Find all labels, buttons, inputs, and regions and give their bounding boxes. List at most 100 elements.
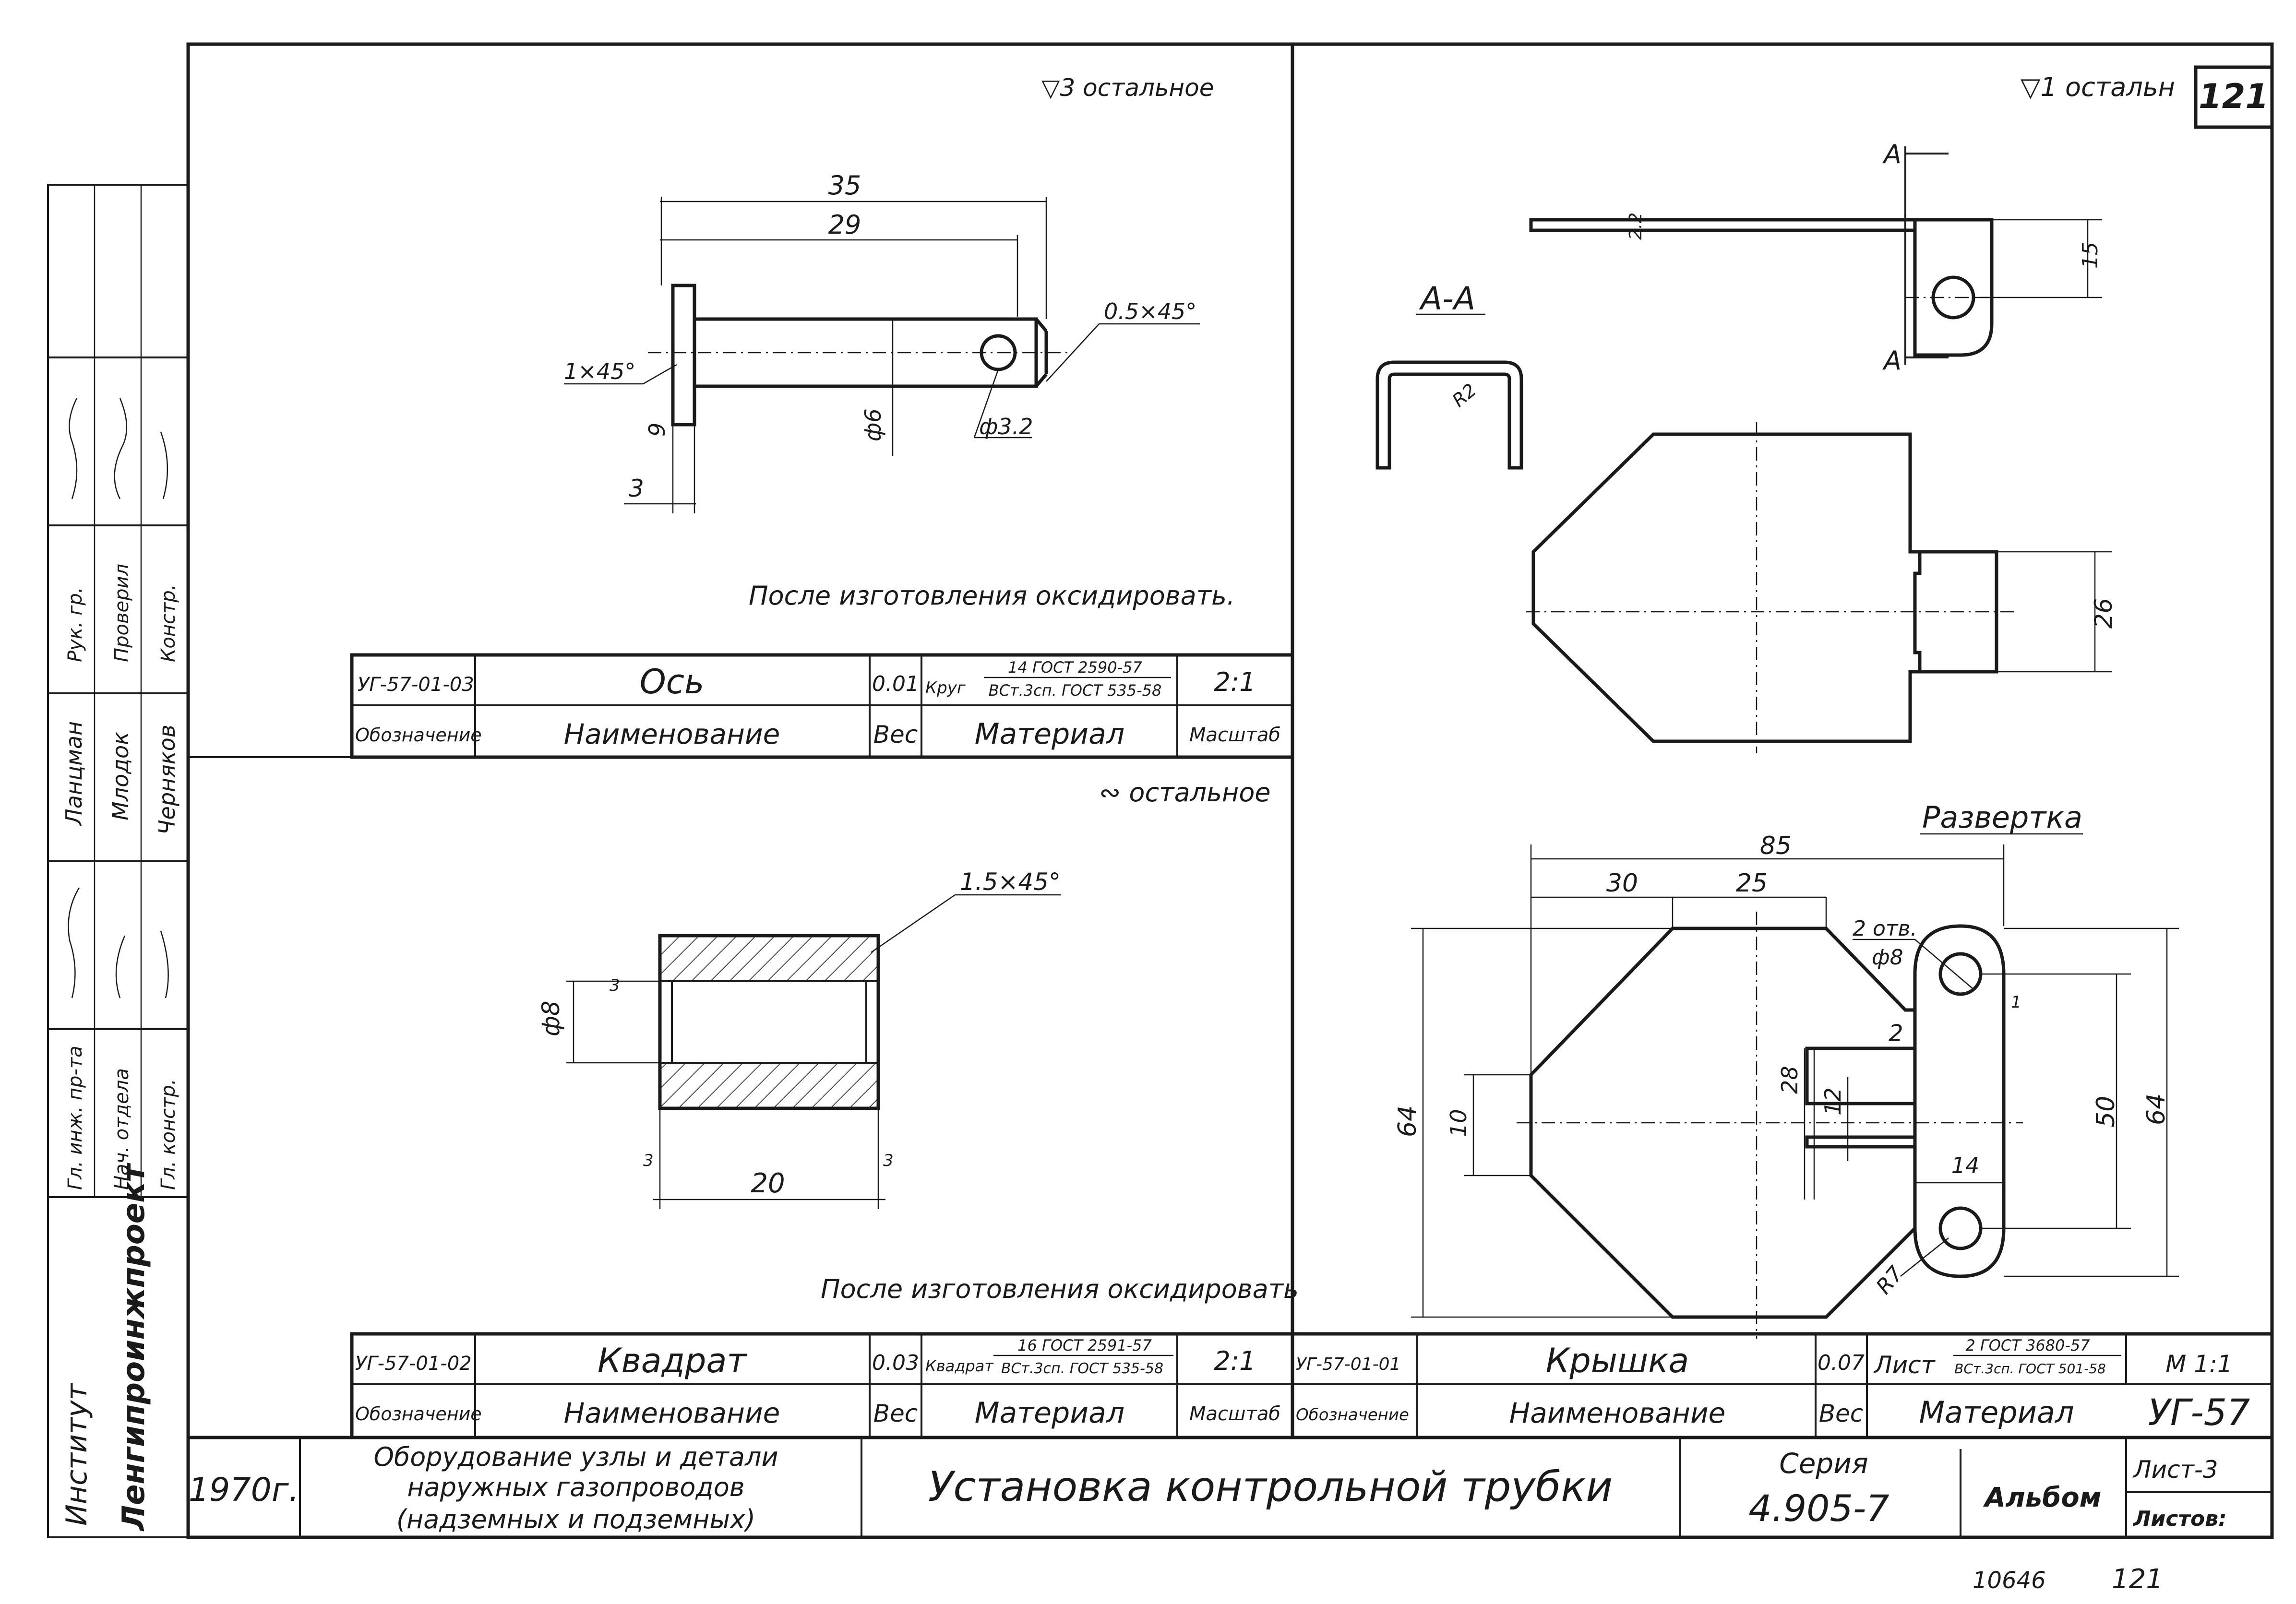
- square-note: После изготовления оксидировать: [821, 1274, 1299, 1304]
- title-block: 1970г. Оборудование узлы и детали наружн…: [186, 1436, 2274, 1539]
- axle-material-bottom: ВСт.3сп. ГОСТ 535-58: [989, 681, 1162, 700]
- unfold-dim-total: 85: [1760, 832, 1792, 860]
- title-subject-1: Оборудование узлы и детали: [373, 1442, 778, 1472]
- axle-designation: УГ-57-01-03: [358, 674, 474, 696]
- section-marker-top: А: [1882, 139, 1901, 169]
- cover-dim-height: 15: [2078, 242, 2103, 269]
- title-subject-2: наружных газопроводов: [407, 1472, 744, 1502]
- cover-material-top: 2 ГОСТ 3680-57: [1965, 1336, 2090, 1354]
- square-drawing: ∾ остальное 1.5×45° ф8 20 3 3 3 После из…: [537, 777, 1299, 1304]
- cover-weight: 0.07: [1818, 1351, 1865, 1375]
- section-label: А-А: [1419, 280, 1475, 317]
- square-rough-mark-3: 3: [883, 1151, 894, 1170]
- square-roughness: ∾ остальное: [1099, 777, 1271, 808]
- axle-table: УГ-57-01-03 Ось 0.01 Круг 14 ГОСТ 2590-5…: [350, 653, 1294, 759]
- cover-scale: М 1:1: [2165, 1350, 2233, 1378]
- axle-dim-total: 35: [828, 170, 861, 201]
- unfold-dim-neck: 10: [1446, 1109, 1471, 1137]
- axle-header-material: Материал: [975, 717, 1125, 751]
- section-radius: R2: [1448, 380, 1481, 411]
- axle-header-weight: Вес: [873, 721, 918, 749]
- album-label: Альбом: [1983, 1482, 2101, 1513]
- axle-scale: 2:1: [1214, 667, 1256, 697]
- institute-name: Ленгипроинжпроект: [116, 1162, 152, 1532]
- handwritten-signature: [68, 398, 169, 998]
- unfold-dim-tab: 12: [1820, 1087, 1846, 1116]
- unfold-dim-hole-dia: ф8: [1872, 945, 1903, 970]
- cover-header-weight: Вес: [1819, 1400, 1864, 1427]
- axle-dim-hole: ф3.2: [979, 414, 1033, 440]
- unfold-dim-height-right: 64: [2142, 1093, 2171, 1125]
- title-year: 1970г.: [189, 1471, 299, 1509]
- axle-material-top: 14 ГОСТ 2590-57: [1008, 658, 1142, 677]
- unfold-title: Развертка: [1922, 800, 2082, 835]
- section-marker-bottom: А: [1882, 345, 1901, 376]
- square-header-scale: Масштаб: [1189, 1403, 1280, 1425]
- axle-header-scale: Масштаб: [1189, 724, 1280, 746]
- series-label: Серия: [1779, 1447, 1868, 1480]
- square-header-designation: Обозначение: [355, 1403, 482, 1425]
- axle-weight: 0.01: [872, 672, 919, 696]
- signer-name-3: Черняков: [154, 725, 180, 835]
- cover-designation: УГ-57-01-01: [1296, 1354, 1400, 1374]
- cover-drawing: ▽1 остальн 2.2 15 А А А-А R2 26 Развертк…: [1375, 72, 2179, 1339]
- role-label-1: Гл. инж. пр-та: [64, 1046, 86, 1190]
- unfold-rough-mark: 1: [2011, 993, 2021, 1012]
- cover-header-designation: Обозначение: [1296, 1405, 1409, 1425]
- title-subject-3: (надземных и подземных): [396, 1504, 755, 1534]
- square-header-weight: Вес: [873, 1400, 918, 1427]
- axle-name: Ось: [640, 662, 705, 701]
- role-label-4: Рук. гр.: [64, 587, 86, 662]
- unfold-dim-ear: 14: [1951, 1153, 1980, 1178]
- archive-number: 10646: [1973, 1567, 2046, 1594]
- unfold-dim-slot: 2: [1889, 1020, 1903, 1047]
- signature-strip: Ланцман Млодок Черняков Гл. инж. пр-та Н…: [47, 184, 189, 1538]
- cover-dim-tab: 26: [2090, 598, 2117, 629]
- square-rough-mark-1: 3: [610, 976, 620, 995]
- square-header-material: Материал: [975, 1396, 1125, 1430]
- unfold-dim-centers: 50: [2092, 1096, 2120, 1128]
- square-material-bottom: ВСт.3сп. ГОСТ 535-58: [1001, 1360, 1163, 1377]
- square-weight: 0.03: [872, 1351, 919, 1375]
- square-name: Квадрат: [598, 1341, 748, 1380]
- axle-material: Круг: [925, 678, 966, 698]
- square-material: Квадрат: [925, 1357, 994, 1375]
- role-label-2: Нач. отдела: [111, 1068, 133, 1190]
- signer-name-1: Ланцман: [61, 721, 87, 826]
- axle-header-designation: Обозначение: [355, 725, 482, 746]
- cover-name: Крышка: [1546, 1341, 1689, 1380]
- unfold-dim-inner: 28: [1777, 1066, 1803, 1094]
- cover-roughness: ▽1 остальн: [2021, 72, 2175, 102]
- cover-material-bottom: ВСт.3сп. ГОСТ 501-58: [1954, 1361, 2106, 1377]
- sheet-number: 121: [2199, 77, 2269, 116]
- square-dim-diameter: ф8: [537, 1000, 565, 1036]
- square-hatch-top: [659, 935, 879, 982]
- square-header-name: Наименование: [564, 1397, 780, 1429]
- archive-sheet-ref: 121: [2112, 1564, 2163, 1595]
- bottom-tables: УГ-57-01-02 Квадрат 0.03 Квадрат 16 ГОСТ…: [350, 1332, 2274, 1439]
- role-label-5: Проверил: [111, 564, 133, 662]
- drawing-title: Установка контрольной трубки: [928, 1463, 1613, 1511]
- unfold-dim-height-outer: 64: [1393, 1105, 1422, 1137]
- axle-dim-chamfer-left: 1×45°: [564, 358, 635, 384]
- sheets-label: Листов:: [2132, 1507, 2227, 1531]
- cover-header-material: Материал: [1919, 1395, 2074, 1430]
- institute-label: Институт: [60, 1382, 94, 1526]
- unfold-dim-holes: 2 отв.: [1853, 916, 1917, 941]
- axle-header-name: Наименование: [564, 718, 780, 750]
- signer-name-2: Млодок: [108, 732, 133, 820]
- axle-dim-head-side: 9: [644, 423, 670, 437]
- axle-note: После изготовления оксидировать.: [749, 581, 1235, 611]
- series-value: 4.905-7: [1748, 1487, 1889, 1530]
- unfold-dim-right: 25: [1736, 869, 1768, 898]
- square-hatch-bottom: [659, 1062, 879, 1109]
- role-label-3: Гл. констр.: [157, 1079, 179, 1190]
- axle-dim-inner: 29: [828, 210, 861, 240]
- square-dim-length: 20: [751, 1168, 785, 1199]
- square-material-top: 16 ГОСТ 2591-57: [1017, 1336, 1152, 1354]
- axle-drawing: ▽3 остальное 35 29 1×45° 0.5×45° ф6 ф3.2…: [564, 74, 1235, 611]
- axle-dim-chamfer-right: 0.5×45°: [1104, 298, 1196, 324]
- role-label-6: Констр.: [157, 584, 179, 662]
- axle-dim-diameter: ф6: [860, 408, 886, 441]
